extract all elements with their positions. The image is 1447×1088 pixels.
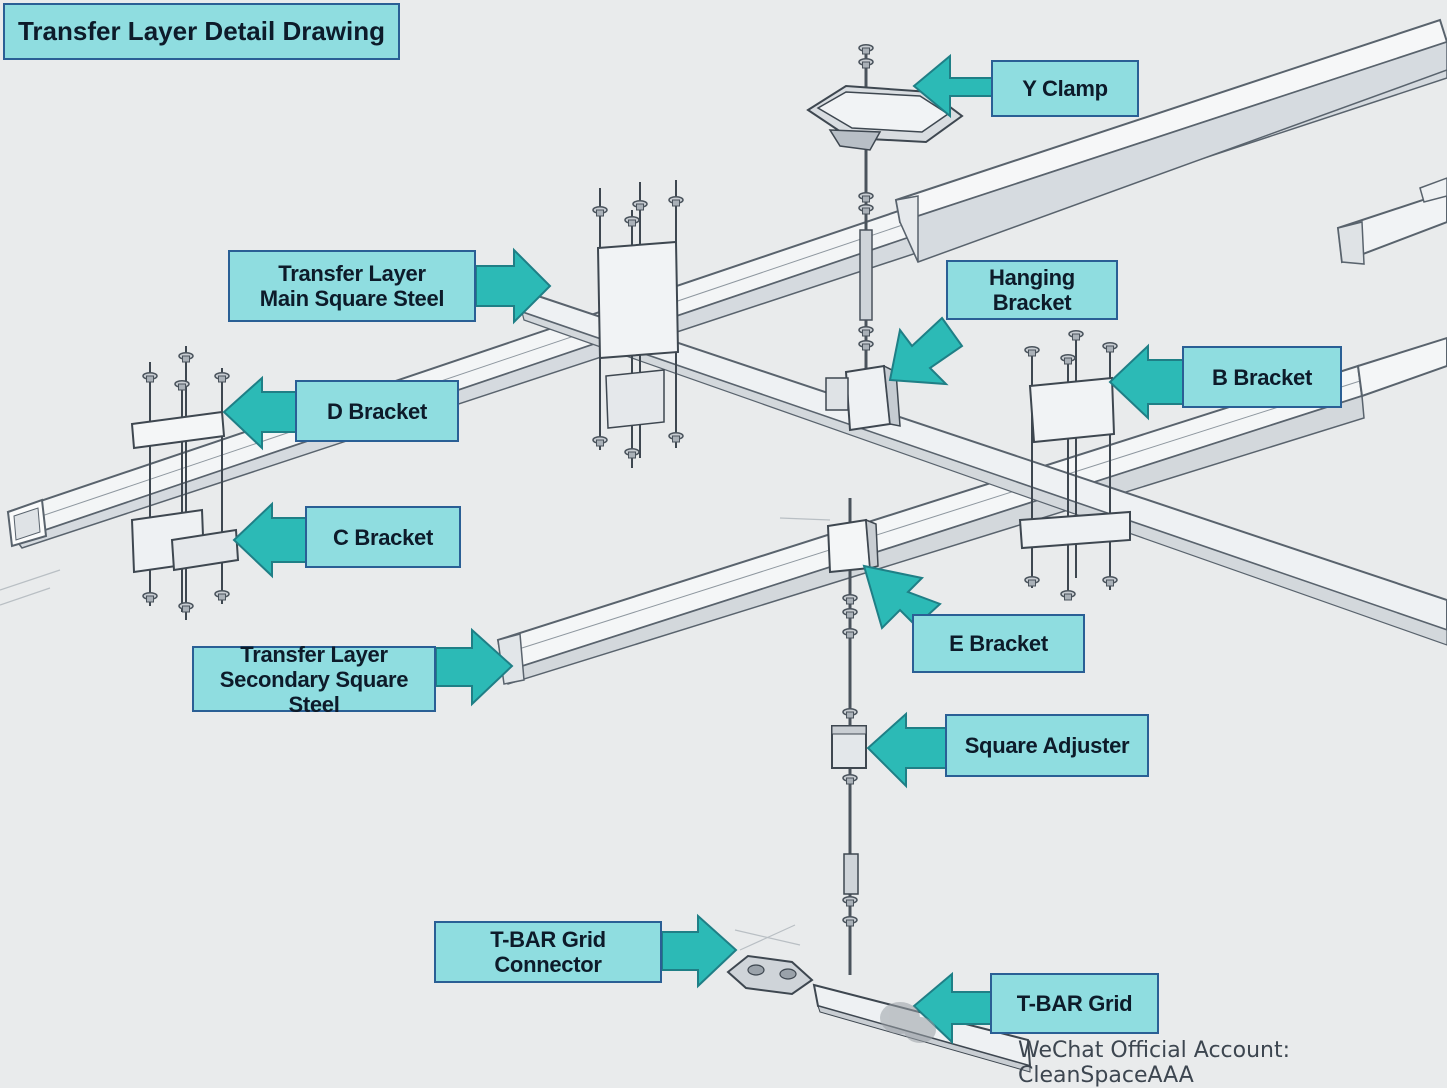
label-square-adjuster: Square Adjuster — [945, 714, 1149, 777]
y-clamp-assembly — [806, 44, 964, 380]
label-e-bracket: E Bracket — [912, 614, 1085, 673]
steel-stub-upper-right — [1336, 177, 1447, 265]
label-secondary-square-steel: Transfer Layer Secondary Square Steel — [192, 642, 436, 717]
arrow-secondary-steel — [435, 627, 514, 707]
square-adjuster — [831, 708, 867, 927]
arrow-hanging-bracket — [888, 316, 964, 386]
arrow-main-steel — [475, 247, 552, 325]
arrow-d-bracket — [222, 375, 297, 451]
label-c-bracket: C Bracket — [305, 506, 461, 568]
label-t-bar-grid: T-BAR Grid — [990, 973, 1159, 1034]
label-main-square-steel: Transfer Layer Main Square Steel — [228, 250, 476, 322]
right-bracket-group — [1018, 332, 1131, 600]
label-t-bar-grid-connector: T-BAR Grid Connector — [434, 921, 662, 983]
arrow-tbar-connector — [661, 913, 738, 989]
arrow-square-adjuster — [866, 711, 947, 789]
arrow-y-clamp — [912, 53, 993, 119]
t-bar-grid-connector — [726, 954, 814, 996]
wechat-logo-icon — [880, 1002, 936, 1043]
label-hanging-bracket: Hanging Bracket — [946, 260, 1118, 320]
hanging-bracket — [825, 364, 901, 432]
label-d-bracket: D Bracket — [295, 380, 459, 442]
left-bracket-group — [130, 346, 240, 620]
label-y-clamp: Y Clamp — [991, 60, 1139, 117]
label-b-bracket: B Bracket — [1182, 346, 1342, 408]
upper-main-beam — [894, 18, 1447, 263]
arrow-c-bracket — [232, 501, 307, 579]
center-bracket-group — [596, 180, 680, 468]
diagram-title: Transfer Layer Detail Drawing — [3, 3, 400, 60]
watermark-text: WeChat Official Account: CleanSpaceAAA — [1018, 1038, 1291, 1088]
callout-arrows — [222, 53, 1185, 1045]
arrow-b-bracket — [1108, 343, 1185, 421]
